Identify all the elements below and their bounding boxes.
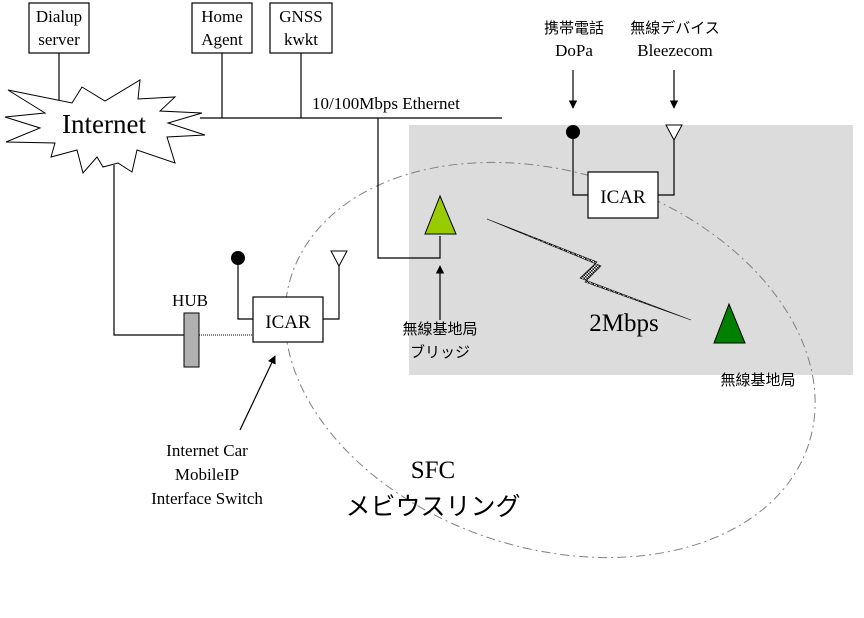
gnss-server-line1: GNSS [279,7,322,26]
remote-icar-wireless-link [658,140,675,196]
wireless-link-icon [486,218,692,321]
bridge-station-line1: 無線基地局 [402,320,477,338]
ethernet-bridge-link [377,118,441,259]
dialup-server-line1: Dialup [36,7,82,26]
phone-icon [231,251,245,265]
caption-line3: Interface Switch [151,489,263,508]
sfc-ring [284,161,816,559]
icar-wireless-link [323,264,340,320]
antenna-icon [330,250,348,268]
internet-label: Internet [62,109,146,139]
hub-device[interactable] [183,312,200,368]
dialup-server[interactable]: Dialup server [28,2,90,54]
mobile-phone-line1: 携帯電話 [544,19,604,37]
ring-label-line2: メビウスリング [345,492,520,521]
icar-local-label: ICAR [265,312,311,333]
caption-arrow [239,355,276,431]
dialup-server-line2: server [38,30,80,49]
ring-label-line1: SFC [411,457,455,484]
mobile-phone-line2: DoPa [555,41,593,60]
wireless-device-line1: 無線デバイス [630,19,720,37]
home-agent-line1: Home [201,7,243,26]
icar-local[interactable] [252,296,324,343]
gnss-server-line2: kwkt [284,30,318,49]
remote-station-label: 無線基地局 [720,371,795,389]
hub-label: HUB [172,291,208,310]
icar-remote[interactable] [587,171,659,219]
link-speed-label: 2Mbps [589,310,658,337]
icar-remote-label: ICAR [600,187,646,208]
wireless-device-line2: Bleezecom [637,41,713,60]
gnss-server[interactable]: GNSS kwkt [269,2,333,54]
caption-line1: Internet Car [166,441,248,460]
wireless-zone [409,125,853,375]
internet-cloud-icon [4,79,206,175]
ethernet-label: 10/100Mbps Ethernet [312,94,460,113]
antenna-icon-remote [665,124,683,142]
bridge-station-line2: ブリッジ [410,343,470,361]
home-agent[interactable]: Home Agent [191,2,253,54]
home-agent-line2: Agent [201,30,243,49]
remote-station-icon[interactable] [713,302,746,344]
phone-icon-remote [566,125,580,139]
internet-hub-link [113,165,184,336]
caption-line2: MobileIP [175,465,239,484]
bridge-station-icon[interactable] [424,194,457,235]
remote-icar-phone-link [572,139,589,196]
icar-phone-link [237,262,253,320]
